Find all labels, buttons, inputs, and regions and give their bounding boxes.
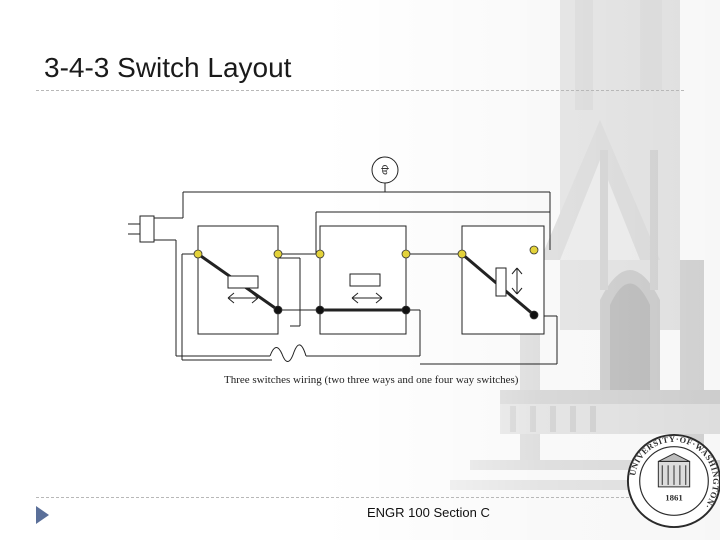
switch-3-toggle-arrow-icon bbox=[511, 267, 523, 295]
slide-bullet-arrow-icon bbox=[36, 506, 49, 524]
slide-title: 3-4-3 Switch Layout bbox=[44, 52, 292, 83]
common-terminal bbox=[315, 305, 325, 315]
brass-terminal bbox=[193, 249, 203, 259]
diagram-caption: Three switches wiring (two three ways an… bbox=[224, 374, 519, 386]
svg-text:1861: 1861 bbox=[665, 493, 683, 503]
lamp-label: ੳ bbox=[380, 165, 389, 177]
switch-2-toggle-arrow-icon bbox=[351, 292, 383, 304]
switch-2-actuator bbox=[349, 273, 381, 287]
switch-1-actuator bbox=[227, 275, 259, 289]
power-plug-icon bbox=[139, 215, 155, 243]
brass-terminal bbox=[457, 249, 467, 259]
brass-terminal bbox=[529, 245, 539, 255]
switch-3-actuator bbox=[495, 267, 507, 297]
common-terminal bbox=[401, 305, 411, 315]
wiring-diagram: ੳ bbox=[128, 156, 558, 365]
brass-terminal bbox=[401, 249, 411, 259]
common-terminal bbox=[273, 305, 283, 315]
university-seal-logo: UNIVERSITY·OF·WASHINGTON· 1861 bbox=[626, 433, 720, 529]
title-divider bbox=[36, 90, 684, 91]
footer-text: ENGR 100 Section C bbox=[367, 505, 490, 520]
common-terminal bbox=[529, 310, 539, 320]
brass-terminal bbox=[273, 249, 283, 259]
footer-divider bbox=[36, 497, 684, 498]
brass-terminal bbox=[315, 249, 325, 259]
switch-1-toggle-arrow-icon bbox=[227, 292, 259, 304]
